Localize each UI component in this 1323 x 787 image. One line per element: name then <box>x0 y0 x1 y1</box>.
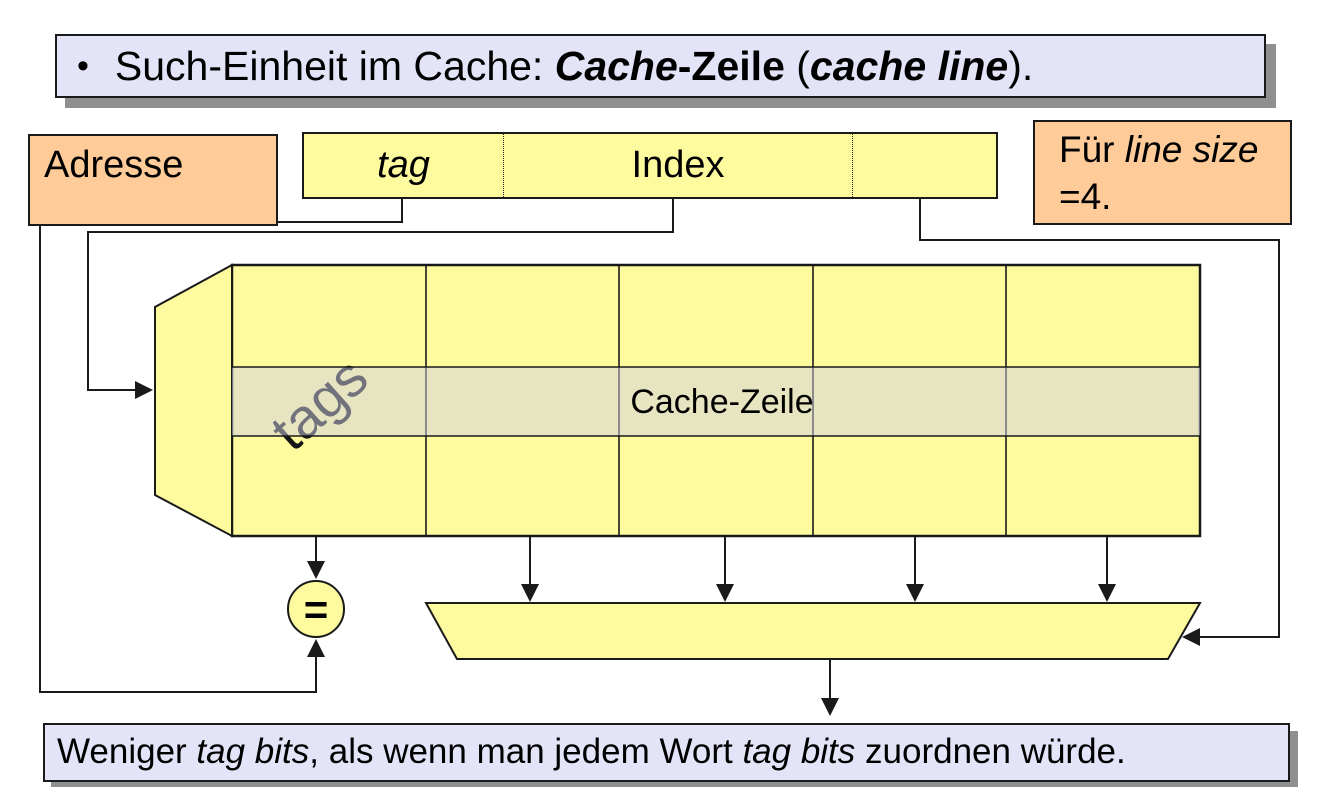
connector-lines <box>39 199 1280 699</box>
adresse-box: Adresse <box>28 134 278 226</box>
comparator-symbol: = <box>304 586 329 633</box>
address-field-index: Index <box>503 134 852 197</box>
arrow-word3 <box>906 584 924 602</box>
title-seg3: -Zeile <box>677 42 785 89</box>
address-field-offset <box>852 134 996 197</box>
footer-box: Weniger tag bits, als wenn man jedem Wor… <box>43 723 1290 782</box>
cache-line-highlight <box>232 367 1200 436</box>
footer-seg1: Weniger <box>57 732 197 771</box>
footer-seg4: tag bits <box>742 732 856 771</box>
footer-seg3: , als wenn man jedem Wort <box>309 732 743 771</box>
title-seg5: cache line <box>809 42 1009 89</box>
tags-array-shape <box>154 263 233 538</box>
adresse-label: Adresse <box>44 144 184 186</box>
title-box: • Such-Einheit im Cache: Cache-Zeile (ca… <box>55 34 1266 98</box>
footer-seg5: zuordnen würde. <box>855 732 1126 771</box>
address-field-box: tag Index <box>302 132 998 199</box>
footer-seg2: tag bits <box>196 732 310 771</box>
note-seg3: =4. <box>1059 176 1112 217</box>
index-label: Index <box>631 144 725 186</box>
bullet-icon: • <box>77 46 89 85</box>
arrowheads <box>135 381 1200 716</box>
line-size-note-box: Für line size =4. <box>1033 120 1292 225</box>
arrow-word2 <box>716 584 734 602</box>
arrow-word4 <box>1098 584 1116 602</box>
title-seg4: ( <box>784 42 810 89</box>
line-size-note-line2: =4. <box>1059 173 1290 220</box>
grid-row-lines <box>232 366 1200 437</box>
footer-text: Weniger tag bits, als wenn man jedem Wor… <box>57 732 1126 771</box>
offset-to-mux-line <box>919 199 1280 638</box>
arrow-into-tags <box>135 381 153 399</box>
arrow-into-comparator-bottom <box>307 639 325 657</box>
cache-line-label: Cache-Zeile <box>630 383 813 421</box>
arrow-mux-output <box>821 698 839 716</box>
tag-label: tag <box>377 144 430 186</box>
title-text: Such-Einheit im Cache: Cache-Zeile (cach… <box>115 43 1033 90</box>
multiplexer <box>424 602 1202 660</box>
arrow-into-mux-right <box>1182 628 1200 646</box>
line-size-note-line1: Für line size <box>1059 126 1290 173</box>
index-to-tags-line <box>87 199 674 391</box>
title-seg1: Such-Einheit im Cache: <box>114 42 555 89</box>
comparator-circle <box>287 580 345 638</box>
address-field-tag: tag <box>304 134 503 197</box>
note-seg2: line size <box>1124 129 1259 170</box>
title-seg6: ). <box>1008 42 1034 89</box>
note-seg1: Für <box>1059 129 1125 170</box>
tag-to-comparator-line <box>39 199 403 693</box>
arrow-word1 <box>521 584 539 602</box>
title-seg2: Cache <box>554 42 678 89</box>
arrow-into-comparator-top <box>307 561 325 579</box>
